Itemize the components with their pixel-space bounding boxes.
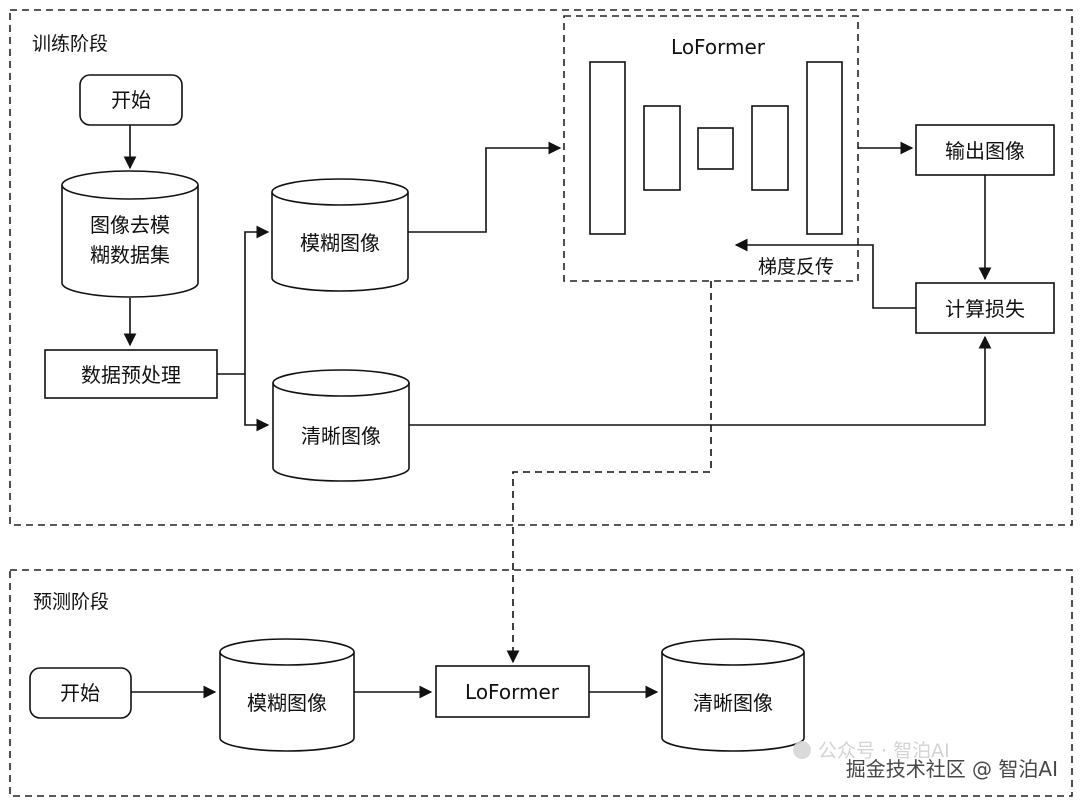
- arrow-loss-backprop: [734, 238, 916, 309]
- backprop-label: 梯度反传: [758, 256, 834, 278]
- prediction-stage-frame: [9, 569, 1073, 797]
- watermark-line1: 公众号 · 智泊AI: [818, 740, 950, 762]
- dataset-cylinder: [61, 170, 199, 298]
- train-clear-label: 清晰图像: [301, 424, 381, 448]
- train-clear-cylinder: [272, 369, 410, 482]
- output-image-node: [915, 124, 1055, 176]
- predict-blur-cylinder: [219, 638, 355, 752]
- arrow-blur-loformer: [408, 141, 562, 233]
- predict-clear-cylinder: [661, 638, 805, 752]
- predict-blur-label: 模糊图像: [247, 691, 327, 715]
- watermark: 公众号 · 智泊AI 掘金技术社区 @ 智泊AI: [793, 740, 1060, 783]
- predict-model-label: LoFormer: [465, 680, 560, 704]
- dataset-label-line2: 糊数据集: [90, 243, 170, 267]
- arrow-preprocess-blur: [217, 225, 270, 375]
- compute-loss-node: [915, 282, 1055, 334]
- predict-start-node: [29, 667, 132, 719]
- train-start-node: [79, 74, 183, 126]
- train-start-label: 开始: [111, 88, 151, 112]
- prediction-stage-title: 预测阶段: [33, 591, 109, 613]
- predict-start-label: 开始: [60, 681, 100, 705]
- train-blur-cylinder: [271, 178, 409, 292]
- watermark-line2: 掘金技术社区 @ 智泊AI: [846, 757, 1058, 781]
- predict-clear-label: 清晰图像: [693, 691, 773, 715]
- output-image-label: 输出图像: [945, 139, 1025, 163]
- training-stage-title: 训练阶段: [32, 33, 108, 55]
- encoder-block-1: [589, 61, 626, 235]
- arrow-clear-loss: [409, 335, 992, 426]
- arrow-model-transfer: [506, 281, 712, 664]
- dataset-label-line1: 图像去模: [90, 213, 170, 237]
- predict-model-node: [435, 665, 590, 718]
- preprocess-node: [44, 349, 218, 399]
- encoder-block-2: [643, 105, 681, 191]
- compute-loss-label: 计算损失: [945, 297, 1025, 321]
- train-blur-label: 模糊图像: [300, 231, 380, 255]
- decoder-block-2: [806, 61, 843, 235]
- loformer-title: LoFormer: [671, 35, 766, 59]
- bottleneck-block: [697, 127, 734, 170]
- wechat-icon: [793, 741, 811, 759]
- training-stage-frame: [9, 9, 1073, 526]
- arrow-preprocess-clear: [244, 374, 270, 432]
- preprocess-label: 数据预处理: [81, 363, 181, 387]
- decoder-block-1: [751, 105, 789, 191]
